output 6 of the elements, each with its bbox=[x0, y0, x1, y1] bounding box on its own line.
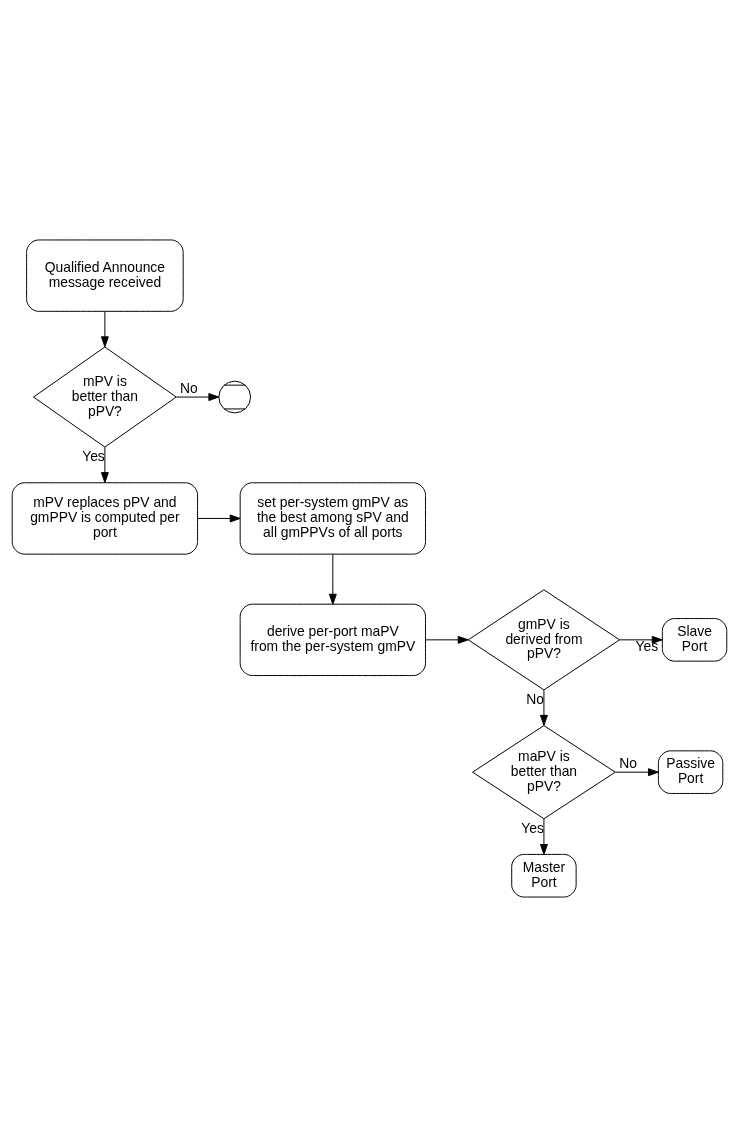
edge-label: Yes bbox=[635, 637, 659, 654]
edge-label: Yes bbox=[82, 448, 105, 465]
edge-label: No bbox=[619, 755, 637, 772]
edge-label: Yes bbox=[521, 819, 544, 836]
edge-label: No bbox=[179, 380, 198, 397]
edge-label: No bbox=[526, 690, 544, 707]
